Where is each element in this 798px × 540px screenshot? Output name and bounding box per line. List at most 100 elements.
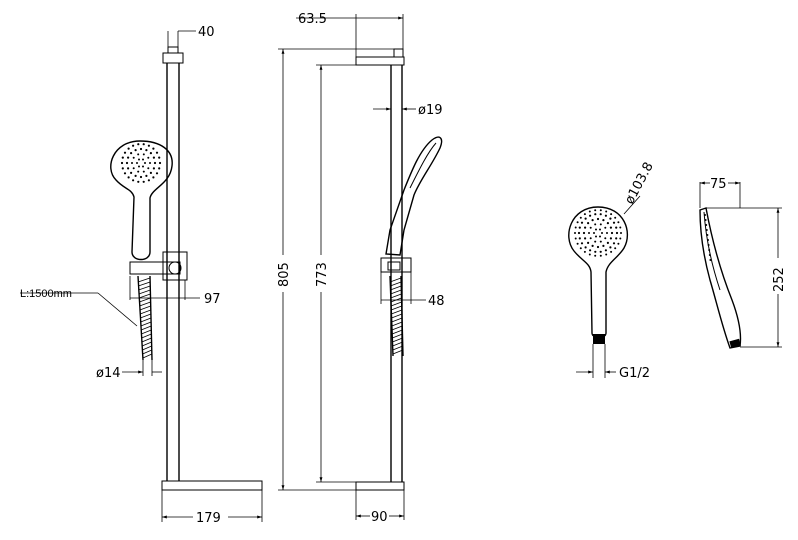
nozzle-dot bbox=[583, 213, 586, 216]
hose-hatch-line bbox=[391, 317, 403, 323]
handset-outline bbox=[110, 140, 173, 261]
nozzle-dot bbox=[620, 232, 622, 234]
nozzle-dot bbox=[606, 232, 608, 234]
hose-hatch-line bbox=[141, 337, 152, 343]
nozzle-dot bbox=[121, 156, 124, 159]
nozzle-dot bbox=[589, 249, 592, 252]
dim-top-depth: 63.5 bbox=[298, 12, 327, 27]
nozzle-dot bbox=[152, 176, 155, 179]
nozzle-dot bbox=[145, 174, 148, 177]
nozzle-dot bbox=[606, 241, 610, 244]
handset-side-detail-outline bbox=[699, 207, 742, 349]
nozzle-dot bbox=[609, 217, 612, 220]
nozzle-dot bbox=[612, 242, 616, 245]
nozzle-dot bbox=[594, 209, 597, 212]
nozzle-dot bbox=[132, 144, 135, 147]
nozzle-dot bbox=[599, 209, 602, 212]
nozzle-dot bbox=[127, 167, 130, 170]
nozzle-dot bbox=[610, 250, 613, 253]
nozzle-dot bbox=[127, 156, 130, 159]
nozzle-dot bbox=[583, 250, 586, 253]
dim-hose-length: L:1500mm bbox=[20, 288, 72, 300]
nozzle-dot bbox=[125, 161, 129, 165]
nozzle-dot bbox=[619, 237, 622, 240]
nozzle-dot bbox=[609, 226, 613, 229]
hose-hatch-line bbox=[141, 333, 152, 339]
nozzle-dot bbox=[617, 221, 620, 224]
hose-hatch-line bbox=[141, 329, 152, 335]
hose-hatch-line bbox=[139, 301, 151, 307]
hose-hatch-line bbox=[137, 277, 151, 283]
nozzle-dot bbox=[158, 167, 161, 170]
nozzle-dot bbox=[139, 175, 143, 179]
nozzle-dot bbox=[149, 162, 151, 164]
nozzle-dot bbox=[145, 149, 148, 152]
side-nozzle-dot bbox=[706, 234, 709, 236]
hose-front bbox=[137, 275, 153, 361]
dim-holder-depth: 48 bbox=[428, 294, 445, 309]
nozzle-dot bbox=[123, 172, 127, 175]
nozzle-dot bbox=[595, 228, 597, 231]
handset-front-view bbox=[110, 140, 173, 261]
nozzle-dot bbox=[602, 219, 605, 222]
side-nozzle-dot bbox=[705, 229, 708, 231]
nozzle-dot bbox=[139, 147, 143, 151]
nozzle-dot bbox=[599, 254, 602, 257]
hose-hatch-line bbox=[389, 277, 402, 283]
nozzle-dot bbox=[619, 226, 622, 229]
hose-hatch-line bbox=[140, 317, 152, 323]
hose-hatch-line bbox=[391, 309, 403, 315]
nozzle-dot bbox=[152, 167, 155, 170]
nozzle-dot bbox=[137, 180, 140, 183]
nozzle-dot bbox=[605, 253, 608, 256]
nozzle-dot bbox=[576, 242, 579, 245]
front-view: 40 L:1500mm 97 ø14 bbox=[20, 25, 263, 526]
nozzle-dot bbox=[132, 156, 135, 159]
dim-hose-diameter: ø14 bbox=[96, 366, 121, 381]
nozzle-dot bbox=[589, 214, 592, 217]
top-cap-side bbox=[355, 56, 405, 66]
nozzle-dot bbox=[610, 213, 613, 216]
nozzle-dot bbox=[142, 170, 145, 173]
nozzle-dot bbox=[576, 221, 579, 224]
nozzle-dot bbox=[120, 161, 124, 165]
handset-detail-front: ø103.8 G1/2 bbox=[568, 160, 657, 381]
nozzle-dot bbox=[599, 240, 602, 243]
nozzle-dot bbox=[604, 237, 607, 240]
hose-hatch-line bbox=[392, 349, 404, 355]
nozzle-dot bbox=[584, 237, 587, 240]
nozzle-dot bbox=[584, 246, 587, 249]
hose-hatch-line bbox=[140, 321, 152, 327]
nozzle-dot bbox=[584, 226, 587, 229]
nozzle-dot bbox=[138, 165, 140, 168]
thread-connector bbox=[593, 334, 605, 344]
nozzle-dot bbox=[591, 219, 594, 222]
nozzle-dot bbox=[127, 147, 130, 150]
nozzle-dot bbox=[599, 223, 602, 226]
hose-hatch-line bbox=[392, 345, 403, 351]
nozzle-dot bbox=[579, 216, 582, 219]
nozzle-dot bbox=[147, 144, 150, 147]
nozzle-dot bbox=[149, 152, 152, 155]
nozzle-dot bbox=[610, 231, 614, 235]
nozzle-dot bbox=[132, 167, 135, 170]
nozzle-dot bbox=[615, 226, 618, 229]
nozzle-dot bbox=[155, 151, 159, 154]
nozzle-dot bbox=[131, 162, 133, 164]
nozzle-dot bbox=[602, 244, 605, 247]
dim-base-width: 179 bbox=[196, 511, 221, 526]
nozzle-dot bbox=[147, 156, 150, 159]
nozzle-dot bbox=[588, 253, 591, 256]
nozzle-dot bbox=[142, 158, 144, 161]
nozzle-dot bbox=[574, 237, 577, 240]
nozzle-dot bbox=[617, 242, 620, 245]
nozzle-dot bbox=[594, 254, 597, 257]
nozzle-dot bbox=[604, 226, 607, 229]
nozzle-dot bbox=[614, 216, 617, 219]
hose-hatch-line bbox=[392, 333, 403, 339]
hose-hatch-line bbox=[391, 321, 403, 327]
dim-base-depth: 90 bbox=[371, 510, 388, 525]
base-side bbox=[355, 481, 405, 491]
nozzle-dot bbox=[599, 235, 601, 238]
